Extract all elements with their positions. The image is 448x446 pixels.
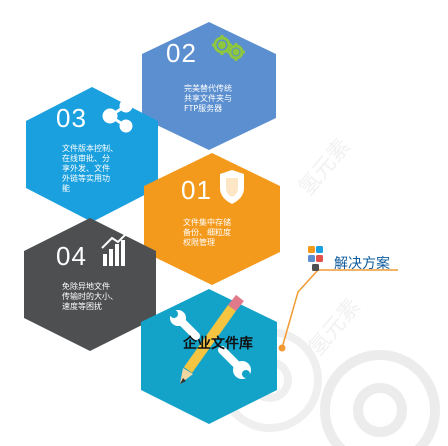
item-number-01: 01 (181, 175, 212, 205)
shield-icon (220, 170, 244, 204)
hexagon-center (141, 289, 277, 424)
center-title: 企业文件库 (183, 336, 253, 352)
item-text-04: 免除异地文件 传输时的大小、 速度等困扰 (62, 282, 118, 311)
connector-dot (278, 344, 286, 352)
shield-inner-icon (226, 178, 238, 197)
hexagon-01 (144, 153, 280, 285)
item-number-04: 04 (56, 241, 87, 271)
blocks-icon (308, 246, 323, 271)
bar-chart-icon (101, 230, 130, 266)
item-number-02: 02 (166, 38, 197, 68)
gear-teeth-icon (212, 35, 245, 61)
solution-label: 解决方案 (334, 256, 390, 272)
item-number-03: 03 (56, 103, 87, 133)
connector-line (281, 269, 398, 349)
item-text-02: 完美替代传统 共享文件夹与 FTP服务器 (184, 84, 232, 113)
item-text-03: 文件版本控制、 在线审批、分 享外发、文件 外链等实用功 能 (62, 144, 118, 193)
tools-icon (170, 294, 251, 384)
item-text-01: 文件集中存储 备份、细粒度 权限管理 (183, 218, 231, 247)
background-gear-large-icon (320, 350, 440, 446)
share-icon (102, 99, 133, 133)
